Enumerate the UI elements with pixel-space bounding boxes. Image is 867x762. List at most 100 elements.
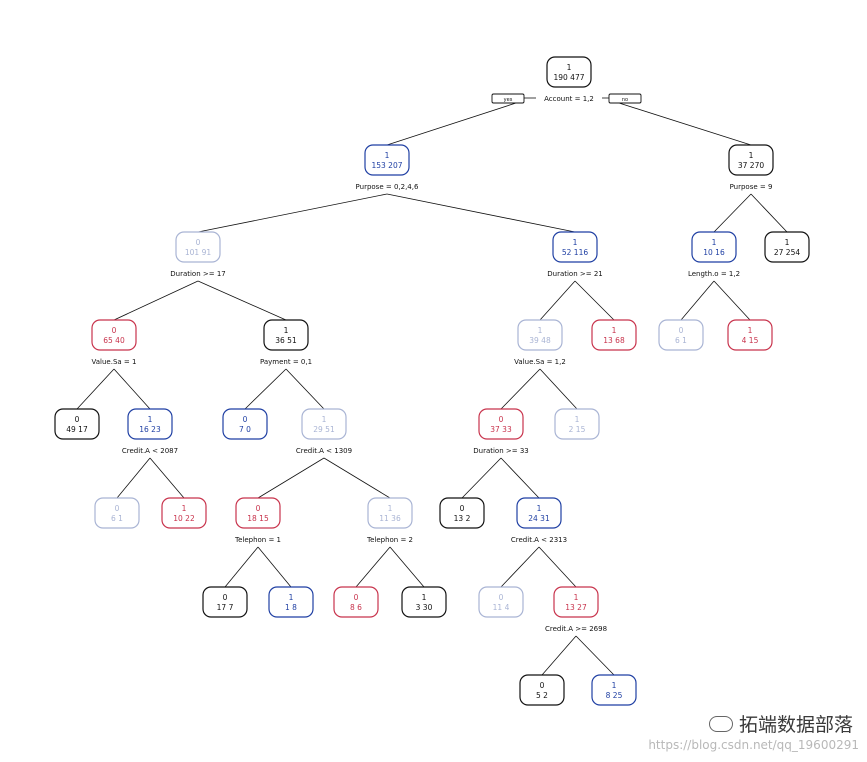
node-counts-label: 10 16 xyxy=(703,248,725,257)
split-label: Duration >= 17 xyxy=(170,270,226,278)
tree-node: 136 51 xyxy=(263,319,309,351)
split-label: Telephon = 1 xyxy=(234,536,281,544)
tree-node: 11 8 xyxy=(268,586,314,618)
node-class-label: 1 xyxy=(749,151,754,160)
node-box xyxy=(728,144,774,176)
tree-edge xyxy=(500,457,540,499)
node-class-label: 1 xyxy=(289,593,294,602)
node-counts-label: 49 17 xyxy=(66,425,88,434)
tree-edge xyxy=(386,193,576,233)
node-counts-label: 5 2 xyxy=(536,691,548,700)
node-class-label: 1 xyxy=(422,593,427,602)
node-counts-label: 4 15 xyxy=(742,336,759,345)
tree-edge xyxy=(750,193,788,233)
tree-node: 065 40 xyxy=(91,319,137,351)
tree-node: 139 48 xyxy=(517,319,563,351)
tree-edge xyxy=(386,102,517,146)
node-class-label: 0 xyxy=(460,504,465,513)
tree-edge xyxy=(539,368,578,410)
split-label: Value.Sa = 1 xyxy=(92,358,137,366)
node-counts-label: 1 8 xyxy=(285,603,297,612)
node-box xyxy=(175,231,221,263)
tree-node: 152 116 xyxy=(552,231,598,263)
watermark-brand: 拓端数据部落 xyxy=(708,710,853,737)
node-class-label: 1 xyxy=(573,238,578,247)
tree-edge xyxy=(149,457,185,499)
node-class-label: 1 xyxy=(322,415,327,424)
yes-tag-label: yes xyxy=(504,97,513,103)
node-counts-label: 18 15 xyxy=(247,514,269,523)
tree-edge xyxy=(500,368,541,410)
node-box xyxy=(333,586,379,618)
tree-edge xyxy=(538,546,577,588)
tree-node: 110 16 xyxy=(691,231,737,263)
node-counts-label: 6 1 xyxy=(111,514,123,523)
tree-node: 113 27 xyxy=(553,586,599,618)
node-class-label: 0 xyxy=(115,504,120,513)
node-box xyxy=(478,408,524,440)
node-box xyxy=(553,586,599,618)
node-class-label: 0 xyxy=(540,681,545,690)
node-box xyxy=(401,586,447,618)
tree-node: 111 36 xyxy=(367,497,413,529)
tree-node: 08 6 xyxy=(333,586,379,618)
tree-node: 14 15 xyxy=(727,319,773,351)
node-class-label: 1 xyxy=(537,504,542,513)
tree-node: 017 7 xyxy=(202,586,248,618)
node-box xyxy=(478,586,524,618)
node-class-label: 1 xyxy=(385,151,390,160)
no-tag xyxy=(608,93,642,104)
node-counts-label: 16 23 xyxy=(139,425,161,434)
node-box xyxy=(301,408,347,440)
node-box xyxy=(591,319,637,351)
node-box xyxy=(54,408,100,440)
node-counts-label: 24 31 xyxy=(528,514,550,523)
tree-edge xyxy=(500,546,540,588)
split-label: Purpose = 9 xyxy=(730,183,773,191)
node-box xyxy=(91,319,137,351)
tree-node: 13 30 xyxy=(401,586,447,618)
node-counts-label: 8 25 xyxy=(606,691,623,700)
node-counts-label: 65 40 xyxy=(103,336,125,345)
tree-node: 116 23 xyxy=(127,408,173,440)
tree-edge xyxy=(113,368,151,410)
tree-edge xyxy=(355,546,391,588)
node-box xyxy=(727,319,773,351)
node-class-label: 0 xyxy=(75,415,80,424)
tree-edge xyxy=(244,368,287,410)
tree-edge xyxy=(76,368,115,410)
node-class-label: 1 xyxy=(785,238,790,247)
tree-edge xyxy=(574,280,615,321)
node-counts-label: 13 2 xyxy=(454,514,471,523)
node-box xyxy=(222,408,268,440)
tree-node: 18 25 xyxy=(591,674,637,706)
node-class-label: 1 xyxy=(567,63,572,72)
tree-node: 07 0 xyxy=(222,408,268,440)
node-box xyxy=(658,319,704,351)
node-box xyxy=(591,674,637,706)
node-class-label: 0 xyxy=(354,593,359,602)
split-label: Credit.A < 2313 xyxy=(511,536,567,544)
split-label: Length.o = 1,2 xyxy=(688,270,740,278)
node-box xyxy=(764,231,810,263)
tree-edges xyxy=(76,97,788,676)
node-class-label: 0 xyxy=(112,326,117,335)
node-box xyxy=(439,497,485,529)
node-counts-label: 6 1 xyxy=(675,336,687,345)
node-class-label: 1 xyxy=(612,326,617,335)
wechat-icon xyxy=(708,715,733,732)
tree-edge xyxy=(323,457,391,499)
tree-node: 110 22 xyxy=(161,497,207,529)
tree-node: 013 2 xyxy=(439,497,485,529)
tree-node: 12 15 xyxy=(554,408,600,440)
node-counts-label: 2 15 xyxy=(569,425,586,434)
node-class-label: 1 xyxy=(612,681,617,690)
tree-edge xyxy=(257,546,292,588)
tree-node: 05 2 xyxy=(519,674,565,706)
tree-edge xyxy=(618,102,752,146)
tree-node: 129 51 xyxy=(301,408,347,440)
node-box xyxy=(546,56,592,88)
